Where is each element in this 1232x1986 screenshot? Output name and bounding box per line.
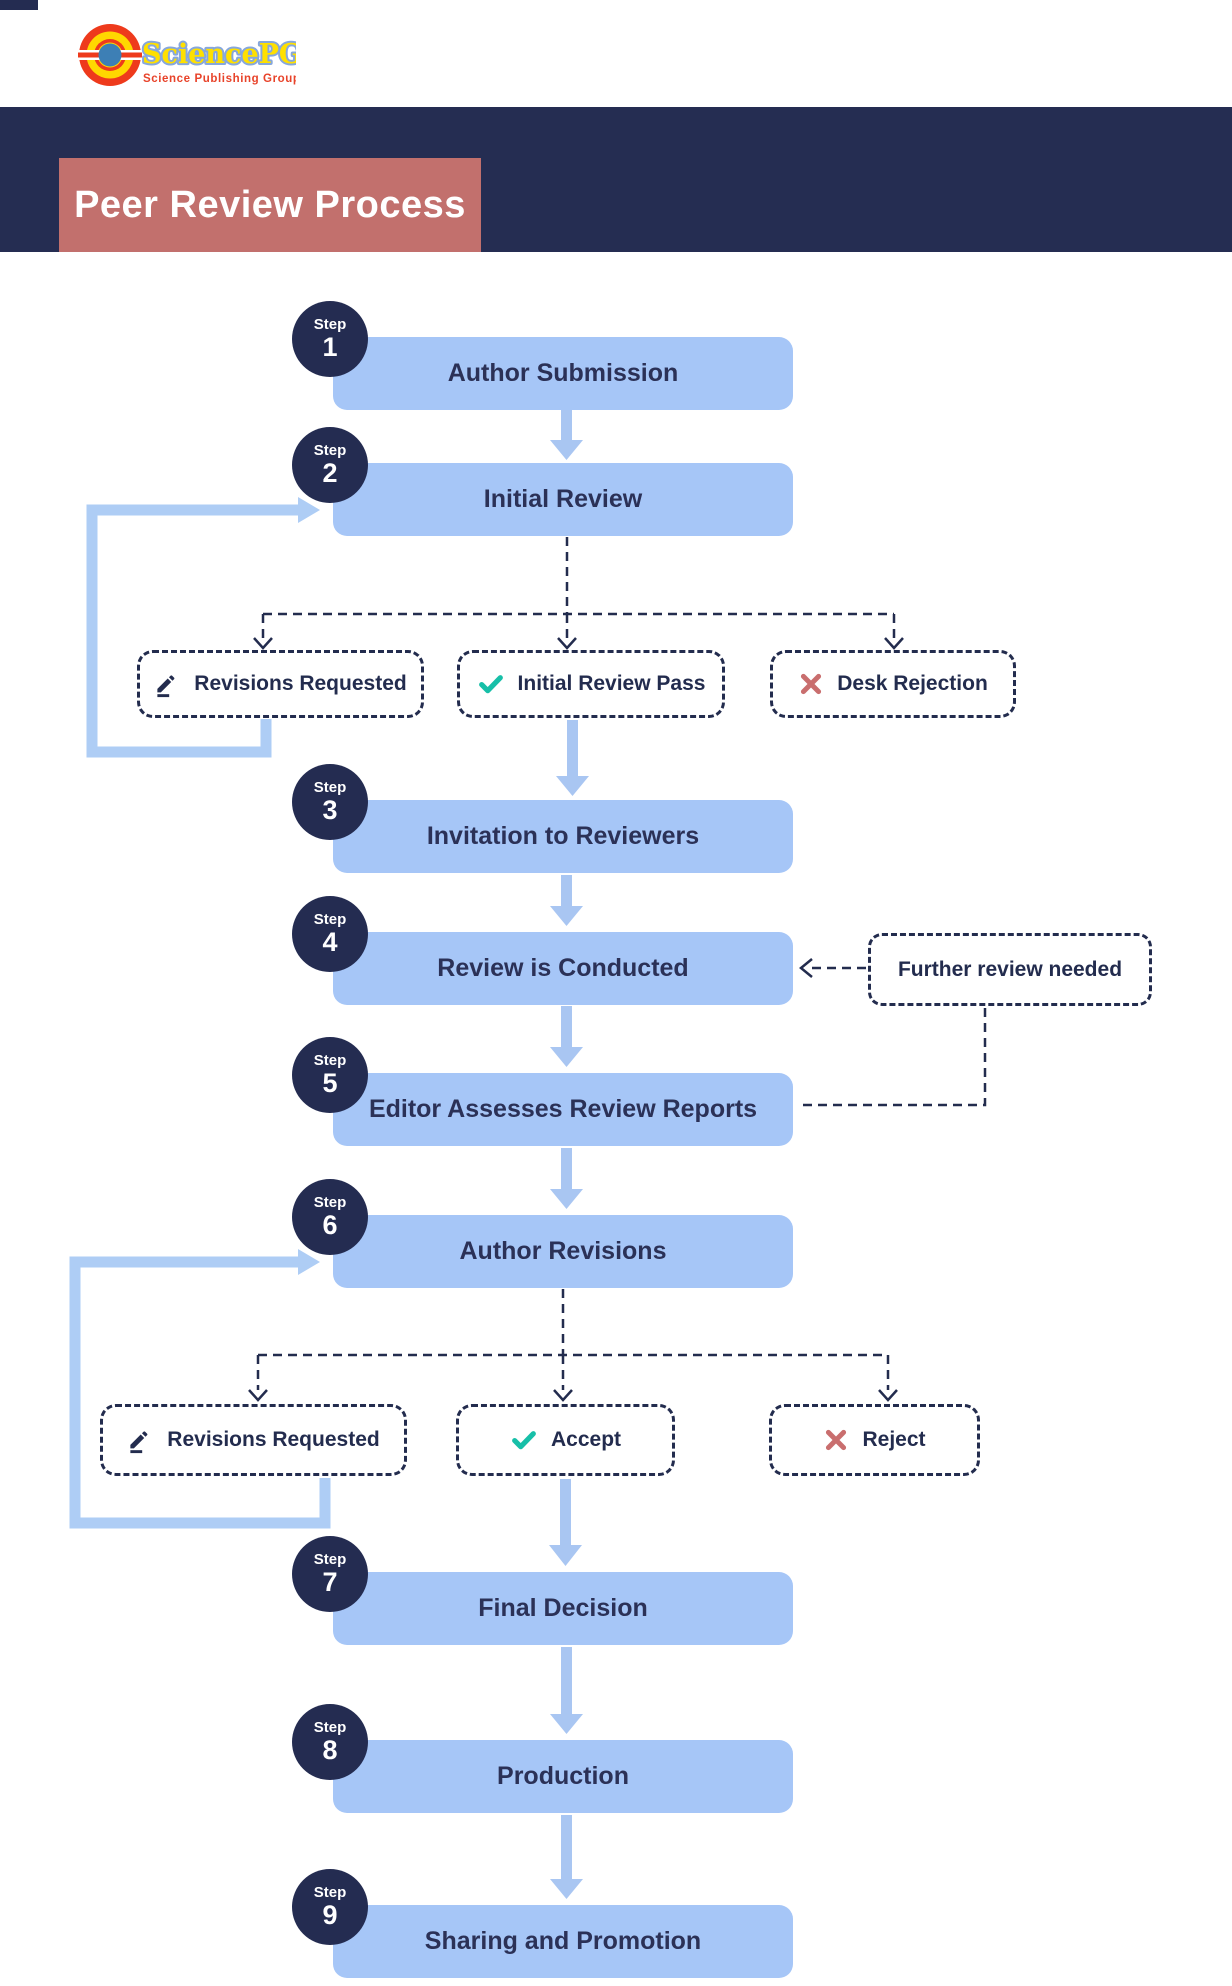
loop-revisions-to-author-revisions bbox=[69, 1256, 331, 1529]
chevron-pass bbox=[557, 637, 577, 650]
chevron-accept bbox=[553, 1389, 573, 1402]
step-badge-number: 9 bbox=[322, 1899, 338, 1930]
step-box-sharing-and-promotion: Sharing and Promotion bbox=[333, 1905, 793, 1978]
dashed-arrowheads bbox=[248, 637, 904, 1402]
check-icon bbox=[512, 1431, 536, 1450]
loop1-arrowhead bbox=[298, 497, 320, 523]
x-icon bbox=[801, 673, 822, 695]
step-title: Final Decision bbox=[478, 1594, 648, 1622]
loop-revisions-to-initial-review bbox=[86, 504, 300, 758]
step-box-final-decision: Final Decision bbox=[333, 1572, 793, 1645]
step-title: Invitation to Reviewers bbox=[426, 822, 700, 850]
arrow-step4-step5 bbox=[550, 1006, 583, 1067]
dash-step5-to-further-review bbox=[798, 1008, 987, 1107]
loop-arrowheads bbox=[298, 497, 320, 1275]
step-badge-5: Step 5 bbox=[292, 1037, 368, 1113]
pencil-icon bbox=[157, 674, 175, 697]
outcome-label: Accept bbox=[550, 1428, 622, 1451]
step-title: Author Revisions bbox=[459, 1237, 667, 1265]
step-badge-label: Step bbox=[313, 315, 347, 333]
chevron-reject bbox=[878, 1389, 898, 1402]
step-title: Sharing and Promotion bbox=[424, 1927, 702, 1955]
step-badge-6: Step 6 bbox=[292, 1179, 368, 1255]
step-badge-4: Step 4 bbox=[292, 896, 368, 972]
step-badge-number: 6 bbox=[322, 1209, 338, 1240]
outcome-label: Initial Review Pass bbox=[517, 672, 706, 695]
step-badge-number: 4 bbox=[322, 926, 338, 957]
step-badge-label: Step bbox=[313, 778, 347, 796]
pencil-icon bbox=[130, 1430, 148, 1453]
step-badge-8: Step 8 bbox=[292, 1704, 368, 1780]
dashed-connectors bbox=[256, 537, 987, 1390]
step-badge-label: Step bbox=[313, 1718, 347, 1736]
arrow-step3-step4 bbox=[550, 875, 583, 926]
chevron-desk-rejection bbox=[884, 637, 904, 650]
step-badge-number: 2 bbox=[322, 457, 338, 488]
loop2-arrowhead bbox=[298, 1249, 320, 1275]
outcome-label: Desk Rejection bbox=[837, 672, 988, 695]
sciencepg-logo: SciencePG Science Publishing Group bbox=[78, 24, 296, 86]
step-badge-number: 8 bbox=[322, 1734, 338, 1765]
arrow-step1-step2 bbox=[550, 410, 583, 460]
step-badge-number: 3 bbox=[322, 794, 338, 825]
callout-label: Further review needed bbox=[897, 957, 1123, 981]
step-badge-7: Step 7 bbox=[292, 1536, 368, 1612]
outcome-reject: Reject bbox=[769, 1404, 980, 1476]
step-box-invitation-to-reviewers: Invitation to Reviewers bbox=[333, 800, 793, 873]
step-badge-label: Step bbox=[313, 1051, 347, 1069]
step-title: Author Submission bbox=[447, 359, 679, 387]
outcome-desk-rejection: Desk Rejection bbox=[770, 650, 1016, 718]
step-badge-3: Step 3 bbox=[292, 764, 368, 840]
x-icon bbox=[826, 1429, 847, 1451]
step-box-initial-review: Initial Review bbox=[333, 463, 793, 536]
step-badge-9: Step 9 bbox=[292, 1869, 368, 1945]
check-icon bbox=[478, 675, 503, 694]
page-title: Peer Review Process bbox=[59, 158, 481, 252]
chevron-further-review bbox=[799, 958, 813, 978]
arrow-step8-step9 bbox=[550, 1815, 583, 1899]
step-badge-label: Step bbox=[313, 1193, 347, 1211]
outcome-accept: Accept bbox=[456, 1404, 675, 1476]
down-arrows bbox=[549, 410, 589, 1899]
outcome-label: Revisions Requested bbox=[167, 1428, 380, 1451]
step-badge-number: 7 bbox=[322, 1566, 338, 1597]
step-box-editor-assesses-review-reports: Editor Assesses Review Reports bbox=[333, 1073, 793, 1146]
outcome-initial-review-pass: Initial Review Pass bbox=[457, 650, 725, 718]
step-box-author-revisions: Author Revisions bbox=[333, 1215, 793, 1288]
arrow-pass-step3 bbox=[556, 720, 589, 796]
outcome-label: Revisions Requested bbox=[194, 672, 407, 695]
logo-brand-text: SciencePG bbox=[142, 39, 296, 70]
step-badge-label: Step bbox=[313, 1883, 347, 1901]
step-badge-1: Step 1 bbox=[292, 301, 368, 377]
step-title: Editor Assesses Review Reports bbox=[368, 1095, 758, 1123]
outcome-label: Reject bbox=[862, 1428, 926, 1451]
step-box-production: Production bbox=[333, 1740, 793, 1813]
callout-further-review-needed: Further review needed bbox=[868, 933, 1152, 1006]
corner-mark bbox=[0, 0, 38, 10]
step-title: Review is Conducted bbox=[437, 954, 689, 982]
step-badge-number: 5 bbox=[322, 1067, 338, 1098]
outcome-revisions-requested-initial: Revisions Requested bbox=[137, 650, 424, 718]
step-badge-number: 1 bbox=[322, 331, 338, 362]
arrow-step7-step8 bbox=[550, 1647, 583, 1734]
outcome-revisions-requested-decision: Revisions Requested bbox=[100, 1404, 407, 1476]
step-title: Initial Review bbox=[483, 485, 643, 513]
revision-loops bbox=[69, 504, 331, 1529]
step-badge-label: Step bbox=[313, 441, 347, 459]
arrow-accept-step7 bbox=[549, 1479, 582, 1566]
step-box-review-is-conducted: Review is Conducted bbox=[333, 932, 793, 1005]
sciencepg-logo-mark bbox=[78, 24, 142, 86]
arrow-step5-step6 bbox=[550, 1148, 583, 1209]
step-badge-label: Step bbox=[313, 910, 347, 928]
logo-tagline-text: Science Publishing Group bbox=[143, 73, 296, 85]
chevron-revisions2 bbox=[248, 1389, 268, 1402]
step-title: Production bbox=[497, 1762, 629, 1790]
step-badge-2: Step 2 bbox=[292, 427, 368, 503]
step-badge-label: Step bbox=[313, 1550, 347, 1568]
chevron-revisions1 bbox=[253, 637, 273, 650]
step-box-author-submission: Author Submission bbox=[333, 337, 793, 410]
page-title-text: Peer Review Process bbox=[74, 183, 466, 226]
